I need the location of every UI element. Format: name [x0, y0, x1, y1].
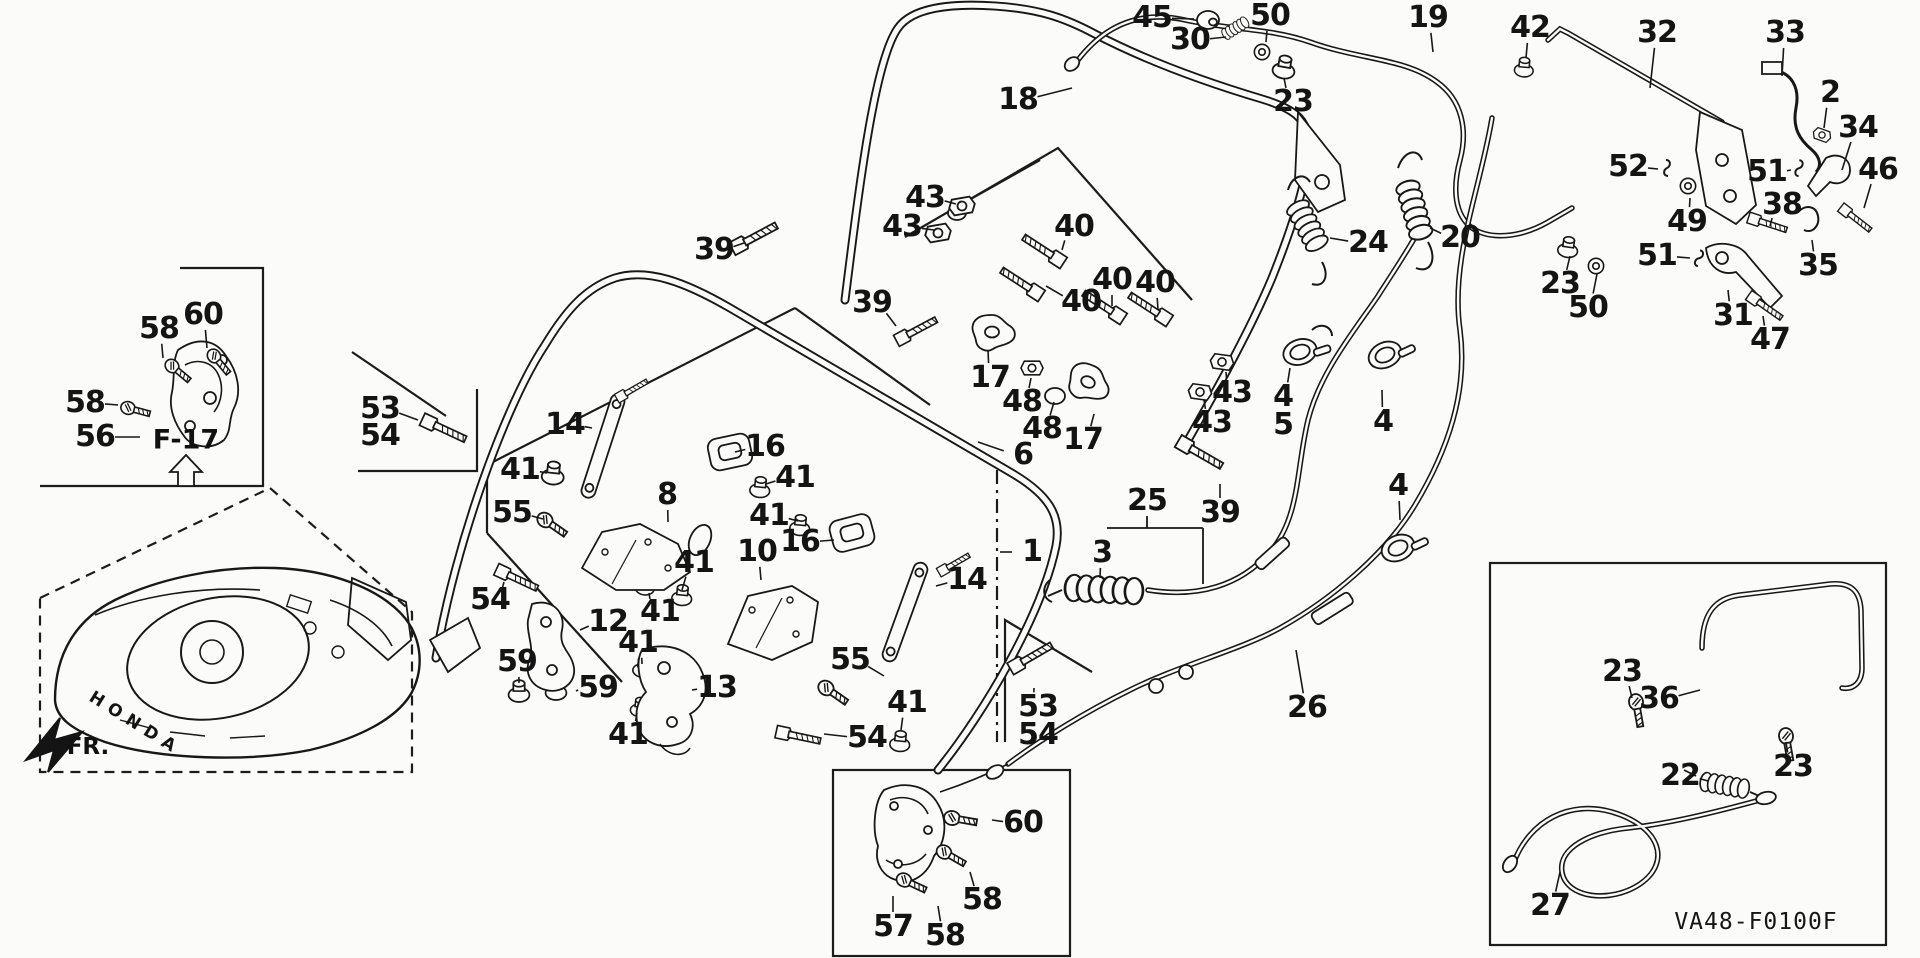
diagram-code: VA48-F0100F	[1674, 909, 1838, 935]
part-label-40: 40	[1135, 265, 1176, 300]
part-label-1: 1	[1022, 534, 1043, 569]
part-label-41: 41	[640, 594, 681, 629]
part-label-25: 25	[1127, 483, 1168, 518]
part-label-23: 23	[1540, 266, 1581, 301]
part-label-56: 56	[75, 419, 116, 454]
part-label-24: 24	[1348, 225, 1389, 260]
part-label-34: 34	[1838, 110, 1879, 145]
part-label-22: 22	[1660, 758, 1701, 793]
part-label-41: 41	[887, 685, 928, 720]
part-label-41: 41	[608, 717, 649, 752]
part-label-60: 60	[1003, 805, 1044, 840]
part-label-20: 20	[1440, 220, 1481, 255]
part-label-5: 5	[1273, 407, 1294, 442]
part-label-10: 10	[737, 534, 778, 569]
part-label-30: 30	[1170, 22, 1211, 57]
part-label-23: 23	[1273, 84, 1314, 119]
return-spring-20	[1393, 151, 1436, 271]
part-label-17: 17	[1063, 422, 1104, 457]
detail-box-lines	[38, 146, 1888, 958]
part-label-58: 58	[65, 385, 106, 420]
return-spring-24	[1283, 175, 1332, 286]
throttle-rod-32	[1545, 25, 1757, 226]
part-label-4: 4	[1388, 468, 1409, 503]
part-label-50: 50	[1568, 290, 1609, 325]
part-label-14: 14	[947, 562, 988, 597]
part-label-58: 58	[925, 918, 966, 953]
part-label-55: 55	[830, 642, 871, 677]
part-label-45: 45	[1132, 0, 1173, 35]
part-label-2: 2	[1820, 75, 1841, 110]
part-label-40: 40	[1054, 209, 1095, 244]
figure-ref-label: F-17	[152, 424, 220, 456]
front-direction-label: FR.	[66, 734, 110, 760]
throttle-cable-19	[1063, 14, 1575, 239]
part-label-58: 58	[962, 882, 1003, 917]
part-label-18: 18	[998, 82, 1039, 117]
lock-cable-27	[1501, 790, 1777, 899]
knob-spring-30	[1219, 15, 1252, 42]
part-label-40: 40	[1092, 262, 1133, 297]
part-label-41: 41	[775, 460, 816, 495]
part-label-54: 54	[1018, 717, 1059, 752]
part-label-41: 41	[674, 545, 715, 580]
part-label-43: 43	[1192, 405, 1233, 440]
part-label-19: 19	[1408, 0, 1449, 35]
part-label-13: 13	[697, 670, 738, 705]
part-label-49: 49	[1667, 204, 1708, 239]
part-label-23: 23	[1773, 749, 1814, 784]
part-label-41: 41	[618, 625, 659, 660]
part-label-55: 55	[492, 495, 533, 530]
part-label-46: 46	[1858, 152, 1899, 187]
part-label-39: 39	[852, 285, 893, 320]
part-label-16: 16	[745, 429, 786, 464]
part-label-59: 59	[497, 644, 538, 679]
part-label-31: 31	[1713, 298, 1754, 333]
part-label-43: 43	[1212, 375, 1253, 410]
part-label-52: 52	[1608, 149, 1649, 184]
part-label-47: 47	[1750, 322, 1791, 357]
part-label-33: 33	[1765, 15, 1806, 50]
part-label-43: 43	[882, 209, 923, 244]
part-label-39: 39	[1200, 495, 1241, 530]
small-hardware-top	[1196, 10, 1536, 82]
part-label-8: 8	[657, 477, 678, 512]
part-label-14: 14	[545, 407, 586, 442]
part-label-54: 54	[847, 720, 888, 755]
part-label-6: 6	[1013, 437, 1034, 472]
part-label-51: 51	[1747, 154, 1788, 189]
part-label-58: 58	[139, 311, 180, 346]
part-label-60: 60	[183, 297, 224, 332]
part-label-38: 38	[1762, 187, 1803, 222]
part-label-57: 57	[873, 909, 914, 944]
part-label-27: 27	[1530, 888, 1571, 923]
part-label-4: 4	[1373, 404, 1394, 439]
f17-reference-arrow	[167, 453, 205, 487]
part-label-50: 50	[1250, 0, 1291, 33]
part-label-54: 54	[470, 582, 511, 617]
part-label-36: 36	[1639, 681, 1680, 716]
handle-bolts-and-nuts	[728, 194, 1236, 473]
part-label-23: 23	[1602, 654, 1643, 689]
part-label-35: 35	[1798, 248, 1839, 283]
handle-lock-rod-36	[1626, 581, 1865, 763]
part-label-42: 42	[1510, 10, 1551, 45]
cable-clamps	[1279, 324, 1432, 568]
part-label-3: 3	[1092, 535, 1113, 570]
part-label-41: 41	[500, 452, 541, 487]
part-label-51: 51	[1637, 238, 1678, 273]
mower-deck-art: HONDA	[53, 566, 421, 760]
part-label-59: 59	[578, 670, 619, 705]
part-label-26: 26	[1287, 690, 1328, 725]
part-label-54: 54	[360, 418, 401, 453]
lever-bracket-57	[873, 784, 979, 897]
part-label-16: 16	[780, 524, 821, 559]
part-label-32: 32	[1637, 15, 1678, 50]
part-label-39: 39	[694, 232, 735, 267]
